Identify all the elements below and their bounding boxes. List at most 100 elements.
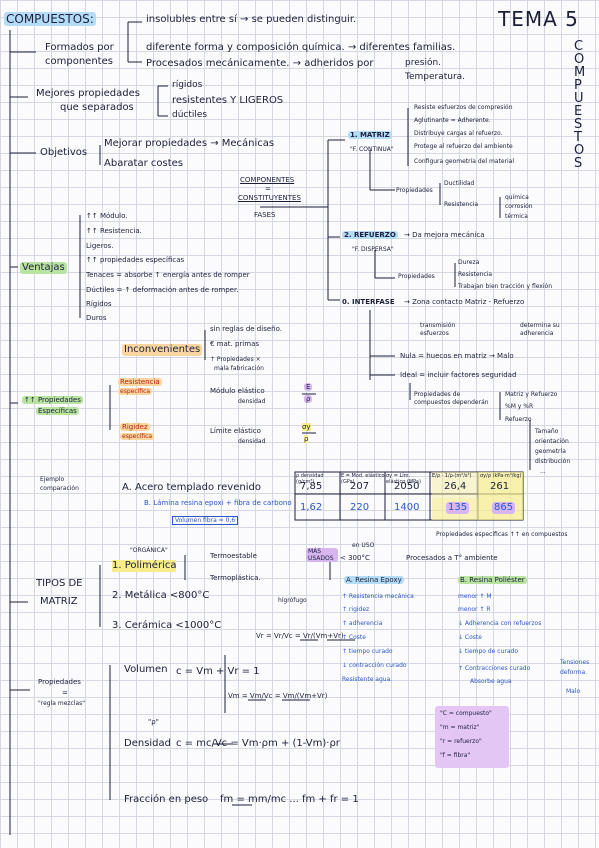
vm-eq: Vm = Vm/Vc = Vm/(Vm+Vr) (228, 692, 328, 700)
resistentes-text: resistentes Y LIGEROS (172, 95, 284, 106)
inconvenientes-label: Inconvenientes (122, 344, 203, 356)
matriz-item-4: Configura geometría del material (414, 158, 514, 165)
rho-note: "ρ" (148, 718, 159, 726)
prop-comp-text: Propiedades de (414, 391, 461, 398)
fraccion-label: Fracción en peso (124, 794, 209, 805)
epoxy-3: ↑ Coste (342, 634, 366, 641)
row-a-v3: 26,4 (444, 481, 467, 492)
table-footnote: Propiedades específicas ↑↑ en compuestos (436, 531, 568, 538)
procesados-text: Procesados a T° ambiente (406, 554, 498, 562)
frac-rho-2: ρ (304, 435, 309, 443)
matriz-item-0: Resiste esfuerzos de compresión (414, 104, 513, 111)
poliester-1: menor ↑ R (458, 606, 491, 613)
adherencia-text: adherencia (520, 330, 554, 337)
matriz-item-1: Aglutinante = Adherente. (414, 117, 491, 124)
densidad-eq: c = mc/Vc = Vm·ρm + (1-Vm)·ρr (176, 738, 340, 749)
refuerzo-propiedades: Propiedades (398, 273, 435, 280)
tensiones-text: Tensiones (560, 659, 590, 666)
ref-item-more: ... (540, 468, 546, 475)
row-b-sub: Volumen fibra = 0,6 (172, 516, 239, 525)
rigidos-text: rígidos (172, 80, 203, 90)
row-a-v0: 7,85 (300, 481, 323, 492)
mas-usados-text: MÁS USADOS (306, 548, 338, 562)
table-header-4: σy/ρ (kPa·m³/kg) (480, 473, 522, 479)
refuerzo-desc: → Da mejora mecánica (404, 231, 485, 239)
ductilidad-text: Ductilidad (444, 180, 475, 187)
higrofugo-text: hígrófugo (278, 597, 307, 604)
nula-text: Nula = huecos en matriz → Malo (400, 352, 514, 360)
poliester-4: ↓ tiempo de curado (458, 648, 519, 655)
densidad-text-1: densidad (238, 398, 266, 405)
lt300-text: < 300°C (340, 554, 370, 562)
metalica-text: 2. Metálica <800°C (112, 590, 210, 601)
regla-label-1: Propiedades (38, 678, 81, 686)
legend-f: "f = fibra" (440, 752, 471, 759)
ref-dureza: Dureza (458, 259, 480, 266)
dep-item-1: %M y %R (505, 403, 534, 410)
ref-item-tamano: Tamaño (535, 428, 559, 435)
volumen-label: Volumen (124, 664, 168, 675)
inconveniente-1: € mat. primas (210, 340, 260, 348)
resistencia-esp-1: Resistencia (118, 378, 162, 386)
vertical-title: COMPUESTOS (574, 39, 586, 171)
matriz-propiedades: Propiedades (396, 187, 433, 194)
malo-text: Malo (566, 688, 581, 695)
fraccion-eq: fm = mm/mc ... fm + fr = 1 (220, 794, 359, 805)
ventaja-2: Ligeros. (86, 242, 114, 250)
objetivo-1: Mejorar propiedades → Mecánicas (104, 138, 275, 149)
comparacion-text: comparación (40, 485, 79, 492)
matriz-label: 1. MATRIZ (348, 131, 392, 139)
regla-label-2: = (62, 689, 68, 697)
table-header-3: E/ρ · 1/ρ·(m²/s²) (432, 473, 472, 479)
legend-box-bg (435, 706, 509, 768)
matriz-item-2: Distribuye cargas al refuerzo. (414, 130, 503, 137)
tema-label: TEMA 5 (498, 7, 579, 31)
epoxy-5: ↓ contracción curado (342, 662, 407, 669)
frac-rho-1: ρ (304, 395, 313, 403)
table-header-0: ρ densidad (g/cm³) (296, 473, 324, 485)
poliester-0: menor ↑ M (458, 593, 492, 600)
componentes-eq: = (265, 185, 271, 193)
ventaja-1: ↑↑ Resistencia. (86, 227, 142, 235)
formados-label: Formados por (45, 42, 114, 53)
limite-text: Límite elástico (210, 427, 261, 435)
ref-item-orientacion: orientación (535, 438, 569, 445)
interfase-desc: → Zona contacto Matriz - Refuerzo (404, 298, 525, 306)
legend-r: "r = refuerzo" (440, 738, 482, 745)
dep-item-2: Refuerzo (505, 416, 532, 423)
res-corrosion: corrosión (505, 203, 533, 210)
refuerzo-f: "F. DISPERSA" (352, 246, 394, 253)
ventaja-0: ↑↑ Módulo. (86, 212, 128, 220)
termoplastica-text: Termoplástica. (210, 574, 261, 582)
prop-esp-label-1: ↑↑ Propiedades (22, 396, 83, 404)
row-b-v4: 865 (492, 502, 516, 514)
intro-line-2: diferente forma y composición química. →… (146, 42, 456, 53)
ejemplo-text: Ejemplo (40, 476, 65, 483)
matriz-f: "F. CONTINUA" (350, 146, 394, 153)
tipos-label-1: TIPOS DE (36, 578, 83, 589)
ventaja-5: Dúctiles = ↑ deformación antes de romper… (86, 286, 239, 294)
termoestable-text: Termoestable (210, 552, 257, 560)
legend-m: "m = matriz" (440, 724, 480, 731)
epoxy-0: ↑ Resistencia mecánica (342, 593, 414, 600)
en-uso-text: en USO (352, 542, 375, 549)
refuerzo-label: 2. REFUERZO (342, 231, 398, 239)
ref-resistencia: Resistencia (458, 271, 492, 278)
ref-traccion: Trabajan bien tracción y flexión (458, 283, 552, 290)
intro-line-3: Procesados mecánicamente. → adheridos po… (146, 58, 374, 69)
res-quimica: química (505, 194, 529, 201)
interfase-label: 0. INTERFASE (342, 298, 395, 306)
table-header-2: σy = Lím. elástico (MPa) (386, 473, 421, 485)
ventaja-7: Duros (86, 314, 107, 322)
componentes-title: COMPONENTES (240, 176, 295, 184)
polimerica-text: 1. Polimérica (112, 560, 177, 572)
ventaja-3: ↑↑ propiedades específicas (86, 256, 185, 264)
row-a-v4: 261 (490, 481, 510, 492)
epoxy-1: ↑ rigidez (342, 606, 370, 613)
temperatura-text: Temperatura. (405, 72, 466, 82)
mejores-label: Mejores propiedades (36, 88, 140, 99)
legend-c: "C = compuesto" (440, 710, 492, 717)
poliester-3: ↓ Coste (458, 634, 482, 641)
vr-eq: Vr = Vr/Vc = Vr/(Vm+Vr) (256, 632, 344, 640)
